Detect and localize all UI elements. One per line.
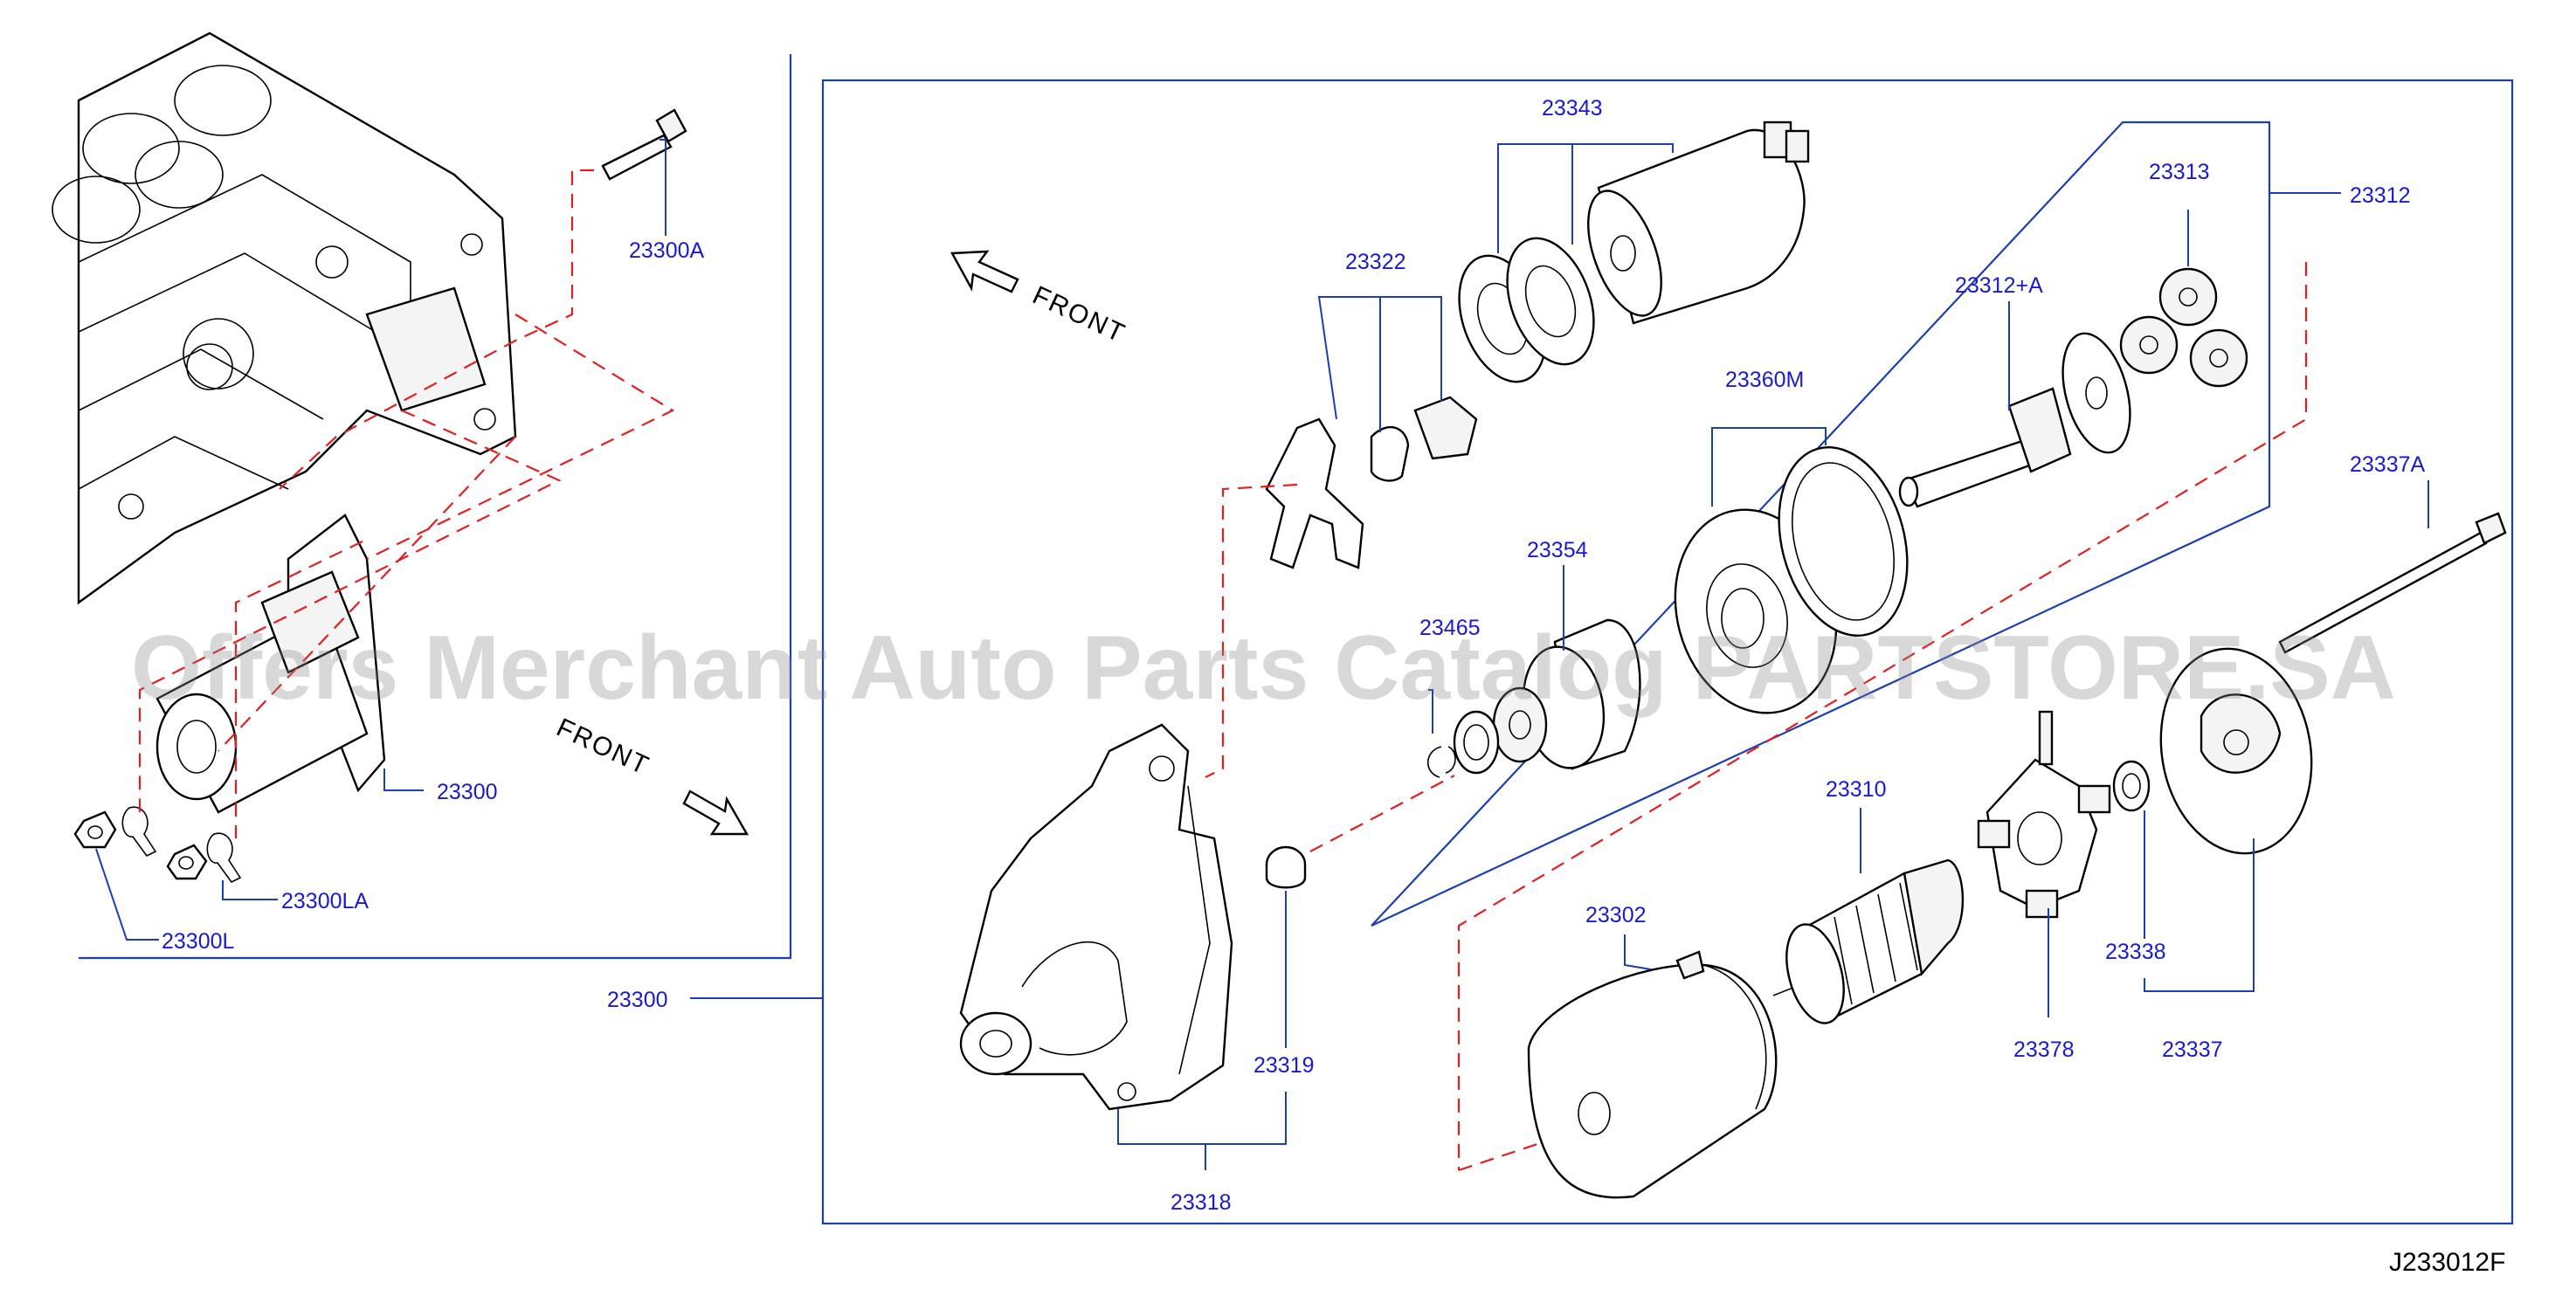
armature-23310-icon [1772, 858, 1965, 1024]
guide-lines-left [138, 169, 675, 838]
bearing-23338-icon [2112, 760, 2151, 812]
leader-lines [95, 139, 2429, 1170]
gear-housing-23318-icon [959, 723, 1233, 1111]
shift-lever-23322-icon [1265, 396, 1478, 569]
callout-23310[interactable]: 23310 [1826, 777, 1887, 802]
solenoid-23343-icon [1587, 121, 1810, 325]
callout-23300l[interactable]: 23300L [162, 929, 235, 954]
callout-23300[interactable]: 23300 [437, 780, 498, 804]
guide-lines-main [1205, 262, 2308, 1172]
planetary-gears-23313-icon [2119, 267, 2248, 388]
clutch-23354-icon [1492, 618, 1641, 770]
yoke-23302-icon [1527, 950, 1778, 1199]
callout-labels: 23300A 23300 23300LA 23300L 23300 23343 … [162, 96, 2426, 1215]
pinion-shaft-23312a-icon [1898, 332, 2131, 508]
callout-23465[interactable]: 23465 [1419, 616, 1481, 640]
callout-23300-main[interactable]: 23300 [607, 988, 668, 1012]
frame-lines [79, 54, 2514, 1225]
callout-23319[interactable]: 23319 [1253, 1053, 1315, 1078]
callout-23302[interactable]: 23302 [1585, 903, 1647, 927]
callout-23312[interactable]: 23312 [2350, 183, 2411, 208]
brush-holder-23378-icon [1977, 710, 2111, 919]
front-arrow-left-icon [950, 250, 1019, 293]
callout-23313[interactable]: 23313 [2149, 160, 2210, 184]
engine-block-icon [52, 31, 517, 605]
bolt-23300a-icon [601, 108, 687, 181]
callout-23300la[interactable]: 23300LA [281, 889, 369, 913]
callout-23360m[interactable]: 23360M [1725, 368, 1804, 392]
nut-washer-set-icon [73, 806, 242, 884]
front-arrow-right-icon [682, 789, 749, 836]
callout-23343[interactable]: 23343 [1542, 96, 1603, 121]
callout-23337a[interactable]: 23337A [2350, 452, 2426, 477]
bushing-23319-icon [1265, 845, 1307, 889]
starter-assembly-small-icon [155, 514, 386, 814]
callout-23338[interactable]: 23338 [2105, 940, 2166, 964]
callout-23337[interactable]: 23337 [2162, 1037, 2223, 1062]
watermark-text: Offers Merchant Auto Parts Catalog PARTS… [131, 617, 2396, 719]
callout-23354[interactable]: 23354 [1527, 538, 1588, 562]
figure-code: J233012F [2389, 1248, 2505, 1277]
callout-23312a[interactable]: 23312+A [1955, 273, 2043, 298]
callout-23318[interactable]: 23318 [1171, 1190, 1232, 1215]
front-label-left: FRONT [1028, 280, 1130, 348]
internal-gear-23360m-icon [1674, 446, 1909, 714]
callout-23322[interactable]: 23322 [1345, 250, 1406, 274]
gasket-plates-icon [1458, 237, 1595, 383]
front-label-right: FRONT [552, 713, 654, 781]
through-bolt-23337a-icon [2278, 512, 2507, 654]
callout-23300a[interactable]: 23300A [629, 238, 705, 263]
retainer-ring-23465-icon [1427, 710, 1500, 778]
callout-23378[interactable]: 23378 [2013, 1037, 2075, 1062]
